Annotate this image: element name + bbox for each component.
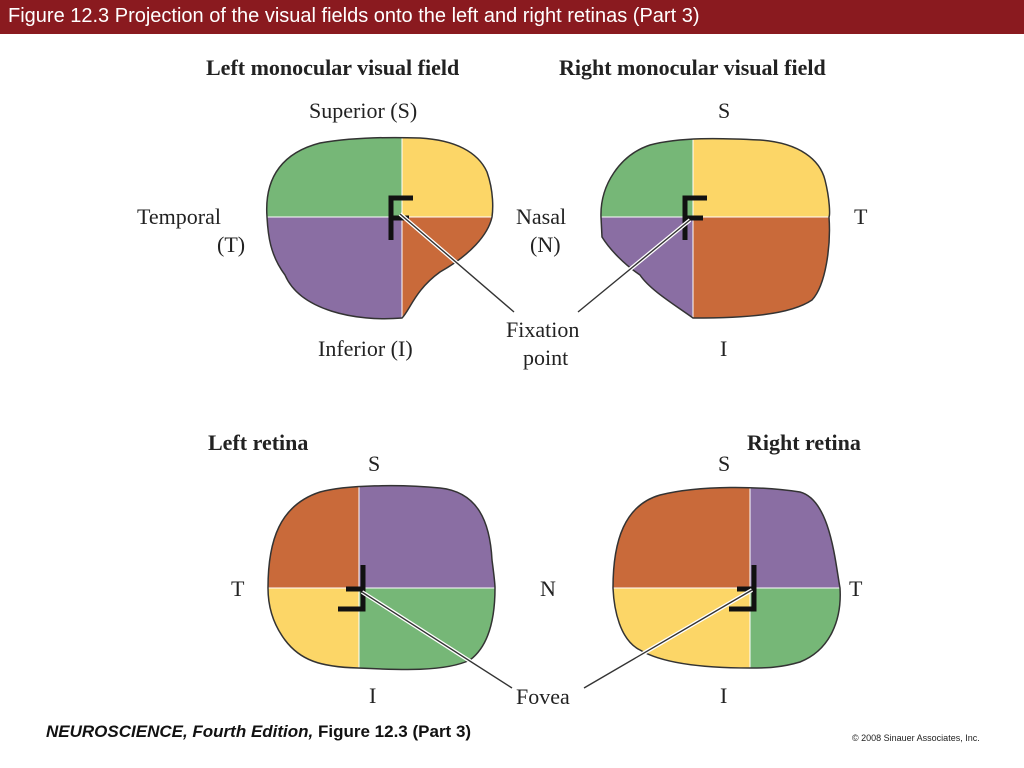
leader-line-fixation-right	[577, 219, 691, 313]
left-visual-field-shape	[266, 137, 493, 319]
right-visual-field-shape	[600, 138, 830, 318]
label-temporal-abbrev: (T)	[217, 232, 245, 257]
leader-line-fovea-right	[583, 589, 753, 689]
quadrant-green	[359, 588, 495, 670]
label-s-right-retina: S	[718, 451, 730, 476]
label-superior: Superior (S)	[309, 98, 417, 123]
footer-book-title: NEUROSCIENCE, Fourth Edition,	[46, 722, 314, 741]
label-temporal: Temporal	[137, 204, 221, 229]
label-fovea: Fovea	[516, 684, 570, 709]
footer-figure-ref: Figure 12.3 (Part 3)	[313, 722, 472, 741]
label-i-right-field: I	[720, 336, 727, 361]
footer-copyright: © 2008 Sinauer Associates, Inc.	[852, 733, 980, 743]
right-retina-outline	[612, 486, 841, 669]
label-nasal-abbrev: (N)	[530, 232, 561, 257]
right-visual-field-outline	[600, 137, 831, 319]
left-retina-outline	[267, 484, 496, 671]
heading-left-visual-field: Left monocular visual field	[206, 55, 459, 80]
label-t-right-retina: T	[849, 576, 863, 601]
quadrant-orange	[693, 217, 830, 318]
quadrant-green	[750, 588, 841, 668]
leader-line-fixation-left	[399, 213, 515, 313]
label-point: point	[523, 345, 568, 370]
quadrant-orange	[402, 217, 493, 319]
footer-citation: NEUROSCIENCE, Fourth Edition, Figure 12.…	[46, 722, 471, 742]
quadrant-yellow	[268, 588, 359, 670]
quadrant-green	[600, 138, 693, 217]
label-i-left-retina: I	[369, 683, 376, 708]
left-visual-field-outline	[266, 136, 494, 320]
label-s-right-field: S	[718, 98, 730, 123]
label-t-right-field: T	[854, 204, 868, 229]
label-inferior: Inferior (I)	[318, 336, 413, 361]
fovea-marker-left	[338, 565, 366, 612]
slide-title: Figure 12.3 Projection of the visual fie…	[8, 5, 700, 27]
label-n-retina: N	[540, 576, 556, 601]
quadrant-green	[266, 137, 402, 217]
leader-line-fovea-left	[361, 591, 513, 689]
label-i-right-retina: I	[720, 683, 727, 708]
heading-right-visual-field: Right monocular visual field	[559, 55, 826, 80]
left-retina-shape	[268, 485, 495, 670]
label-fixation: Fixation	[506, 317, 579, 342]
label-s-left-retina: S	[368, 451, 380, 476]
heading-left-retina: Left retina	[208, 430, 308, 455]
quadrant-yellow	[402, 137, 493, 217]
label-nasal: Nasal	[516, 204, 566, 229]
heading-right-retina: Right retina	[747, 430, 861, 455]
label-t-left-retina: T	[231, 576, 245, 601]
title-bar: Figure 12.3 Projection of the visual fie…	[0, 0, 1024, 34]
